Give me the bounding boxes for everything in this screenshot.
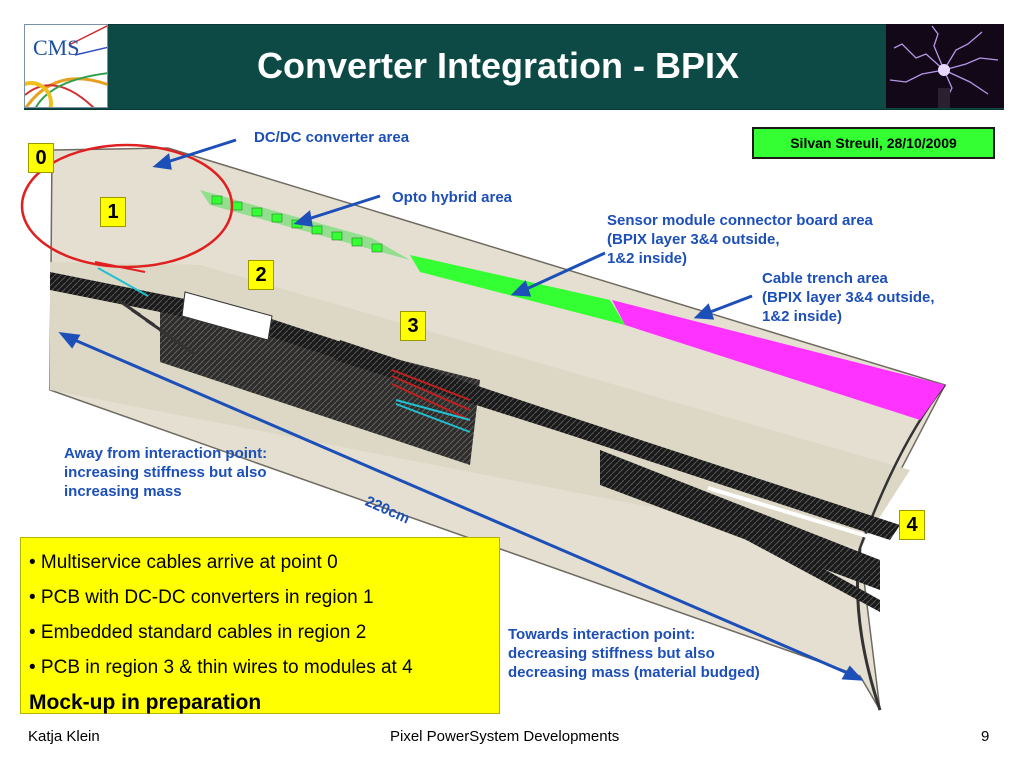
label-sensor-module-area: Sensor module connector board area (BPIX… bbox=[607, 212, 873, 267]
bullet-emphasis: Mock-up in preparation bbox=[29, 691, 262, 714]
page-title: Converter Integration - BPIX bbox=[256, 45, 740, 86]
title-bar bbox=[24, 24, 1004, 110]
label-cable-trench-area: Cable trench area (BPIX layer 3&4 outsid… bbox=[762, 270, 935, 325]
label-dcdc-converter-area: DC/DC converter area bbox=[254, 129, 410, 146]
region-marker-2: 2 bbox=[248, 260, 274, 290]
author-date-box: Silvan Streuli, 28/10/2009 bbox=[752, 127, 995, 159]
plasma-photo bbox=[886, 24, 1004, 108]
region-marker-0: 0 bbox=[28, 143, 54, 173]
region-marker-3: 3 bbox=[400, 311, 426, 341]
region-marker-4: 4 bbox=[899, 510, 925, 540]
bullet-item: • Multiservice cables arrive at point 0 bbox=[29, 552, 338, 573]
label-opto-hybrid-area: Opto hybrid area bbox=[392, 189, 513, 206]
summary-bullet-box: • Multiservice cables arrive at point 0 … bbox=[20, 537, 500, 714]
region-marker-1: 1 bbox=[100, 197, 126, 227]
cms-logo-graphic bbox=[25, 25, 107, 107]
bullet-item: • PCB in region 3 & thin wires to module… bbox=[29, 657, 413, 678]
bullet-item: • PCB with DC-DC converters in region 1 bbox=[29, 587, 374, 608]
cms-logo-text: CMS bbox=[33, 35, 80, 60]
footer-title: Pixel PowerSystem Developments bbox=[390, 728, 620, 745]
label-towards-ip: Towards interaction point: decreasing st… bbox=[508, 626, 760, 681]
cms-logo: CMS bbox=[24, 24, 108, 108]
page-number: 9 bbox=[981, 728, 990, 745]
footer-author: Katja Klein bbox=[28, 728, 100, 745]
label-away-from-ip: Away from interaction point: increasing … bbox=[64, 445, 268, 500]
bullet-item: • Embedded standard cables in region 2 bbox=[29, 622, 367, 643]
